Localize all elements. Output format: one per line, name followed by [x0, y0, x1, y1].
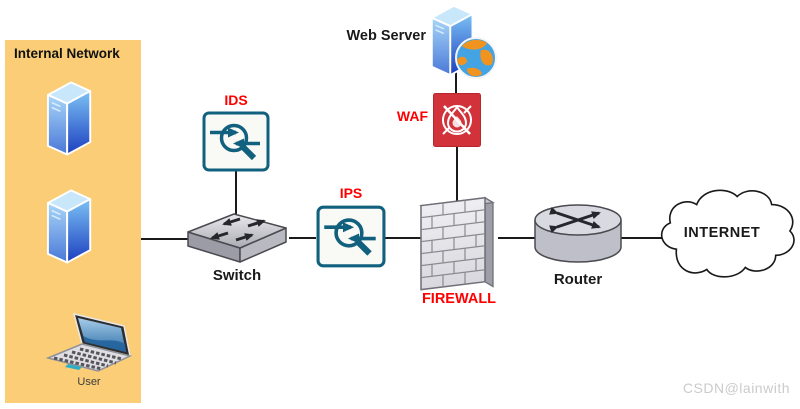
- ips-label: IPS: [339, 185, 363, 201]
- firewall-label: FIREWALL: [421, 291, 497, 307]
- connection-line-switch-ids: [235, 171, 237, 219]
- server-icon: [46, 186, 96, 266]
- waf-label: WAF: [396, 108, 428, 124]
- router-icon: [533, 202, 623, 266]
- ips-sensor-icon: [316, 205, 386, 268]
- internet-cloud: [646, 180, 798, 288]
- internal-network-title: Internal Network: [14, 46, 120, 61]
- connection-line-switch-ips: [289, 237, 316, 239]
- connection-line-router-cloud: [620, 237, 662, 239]
- firewall-icon: [418, 192, 502, 294]
- ids-label: IDS: [224, 92, 248, 108]
- laptop-icon: [42, 313, 136, 377]
- connection-line-firewall-router: [498, 237, 537, 239]
- router-label: Router: [553, 271, 603, 288]
- connection-line-waf-firewall: [456, 146, 458, 203]
- globe-icon: [454, 36, 498, 80]
- switch-label: Switch: [212, 267, 262, 284]
- connection-line-network-switch: [141, 238, 190, 240]
- internet-label: INTERNET: [683, 225, 761, 241]
- waf-icon: [433, 93, 481, 147]
- watermark: CSDN@lainwith: [682, 380, 790, 396]
- ids-sensor-icon: [202, 111, 270, 172]
- connection-line-webserver-waf: [455, 72, 457, 94]
- switch-icon: [182, 206, 292, 268]
- server-icon: [46, 78, 96, 158]
- user-label: User: [77, 376, 101, 388]
- web-server-label: Web Server: [346, 28, 426, 44]
- web-server-icon: [430, 2, 478, 78]
- connection-line-ips-firewall: [385, 237, 422, 239]
